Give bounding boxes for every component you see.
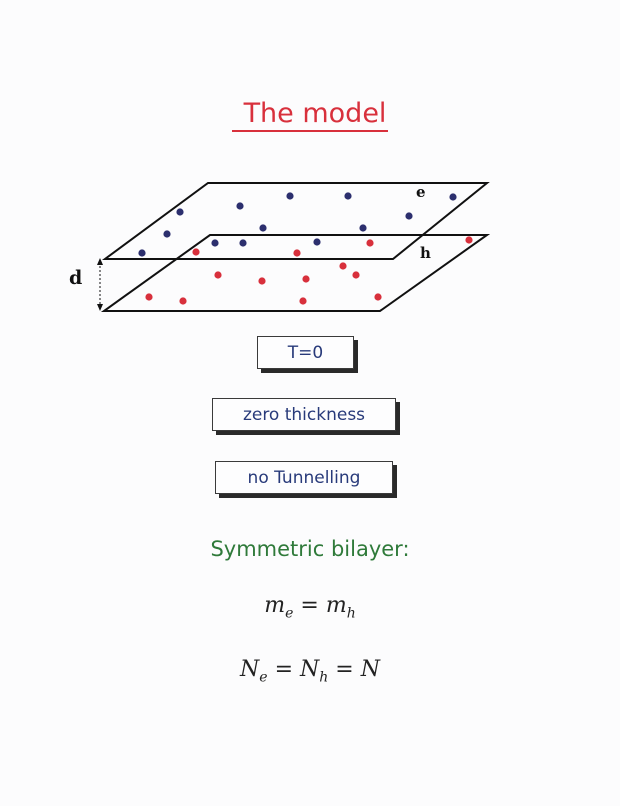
label-d: d xyxy=(69,267,82,289)
electron xyxy=(313,238,321,246)
thickness-box: zero thickness xyxy=(212,398,396,431)
electron xyxy=(344,192,352,200)
separation-arrow-head-top xyxy=(97,258,103,265)
hole xyxy=(374,293,382,301)
tunnelling-box: no Tunnelling xyxy=(215,461,393,494)
electron xyxy=(138,249,146,257)
hole xyxy=(145,293,153,301)
hole xyxy=(293,249,301,257)
eq-symbol: N xyxy=(240,657,260,682)
eq-subscript: h xyxy=(346,605,356,622)
electron xyxy=(176,208,184,216)
electron xyxy=(239,239,247,247)
eq-operator: = xyxy=(335,657,354,682)
hole xyxy=(214,271,222,279)
eq-symbol: N xyxy=(300,657,320,682)
eq-subscript: e xyxy=(285,605,294,622)
electron xyxy=(163,230,171,238)
label-e: e xyxy=(416,183,426,201)
electron xyxy=(405,212,413,220)
eq-symbol: m xyxy=(264,593,286,618)
eq-operator: = xyxy=(300,593,319,618)
mass-equation: me = mh xyxy=(0,593,620,621)
electron xyxy=(449,193,457,201)
electron xyxy=(236,202,244,210)
hole xyxy=(192,248,200,256)
eq-operator: = xyxy=(274,657,293,682)
electron-plane xyxy=(101,182,490,260)
electron xyxy=(211,239,219,247)
eq-symbol: m xyxy=(325,593,347,618)
hole xyxy=(302,275,310,283)
symmetric-heading: Symmetric bilayer: xyxy=(210,537,410,561)
holes xyxy=(145,236,473,305)
temperature-box: T=0 xyxy=(257,336,354,369)
eq-subscript: h xyxy=(319,669,329,686)
hole xyxy=(299,297,307,305)
separation-arrow-head-bottom xyxy=(97,304,103,311)
hole xyxy=(352,271,360,279)
page-title: The model xyxy=(0,98,620,132)
electron xyxy=(286,192,294,200)
electron xyxy=(259,224,267,232)
label-h: h xyxy=(420,244,431,262)
title-text: The model xyxy=(231,98,389,132)
eq-symbol: N xyxy=(360,657,380,682)
hole xyxy=(179,297,187,305)
electrons xyxy=(138,192,457,257)
hole xyxy=(366,239,374,247)
number-equation: Ne = Nh = N xyxy=(0,657,620,685)
hole xyxy=(465,236,473,244)
electron xyxy=(359,224,367,232)
eq-subscript: e xyxy=(259,669,268,686)
hole xyxy=(339,262,347,270)
hole xyxy=(258,277,266,285)
hole-plane xyxy=(100,234,491,312)
